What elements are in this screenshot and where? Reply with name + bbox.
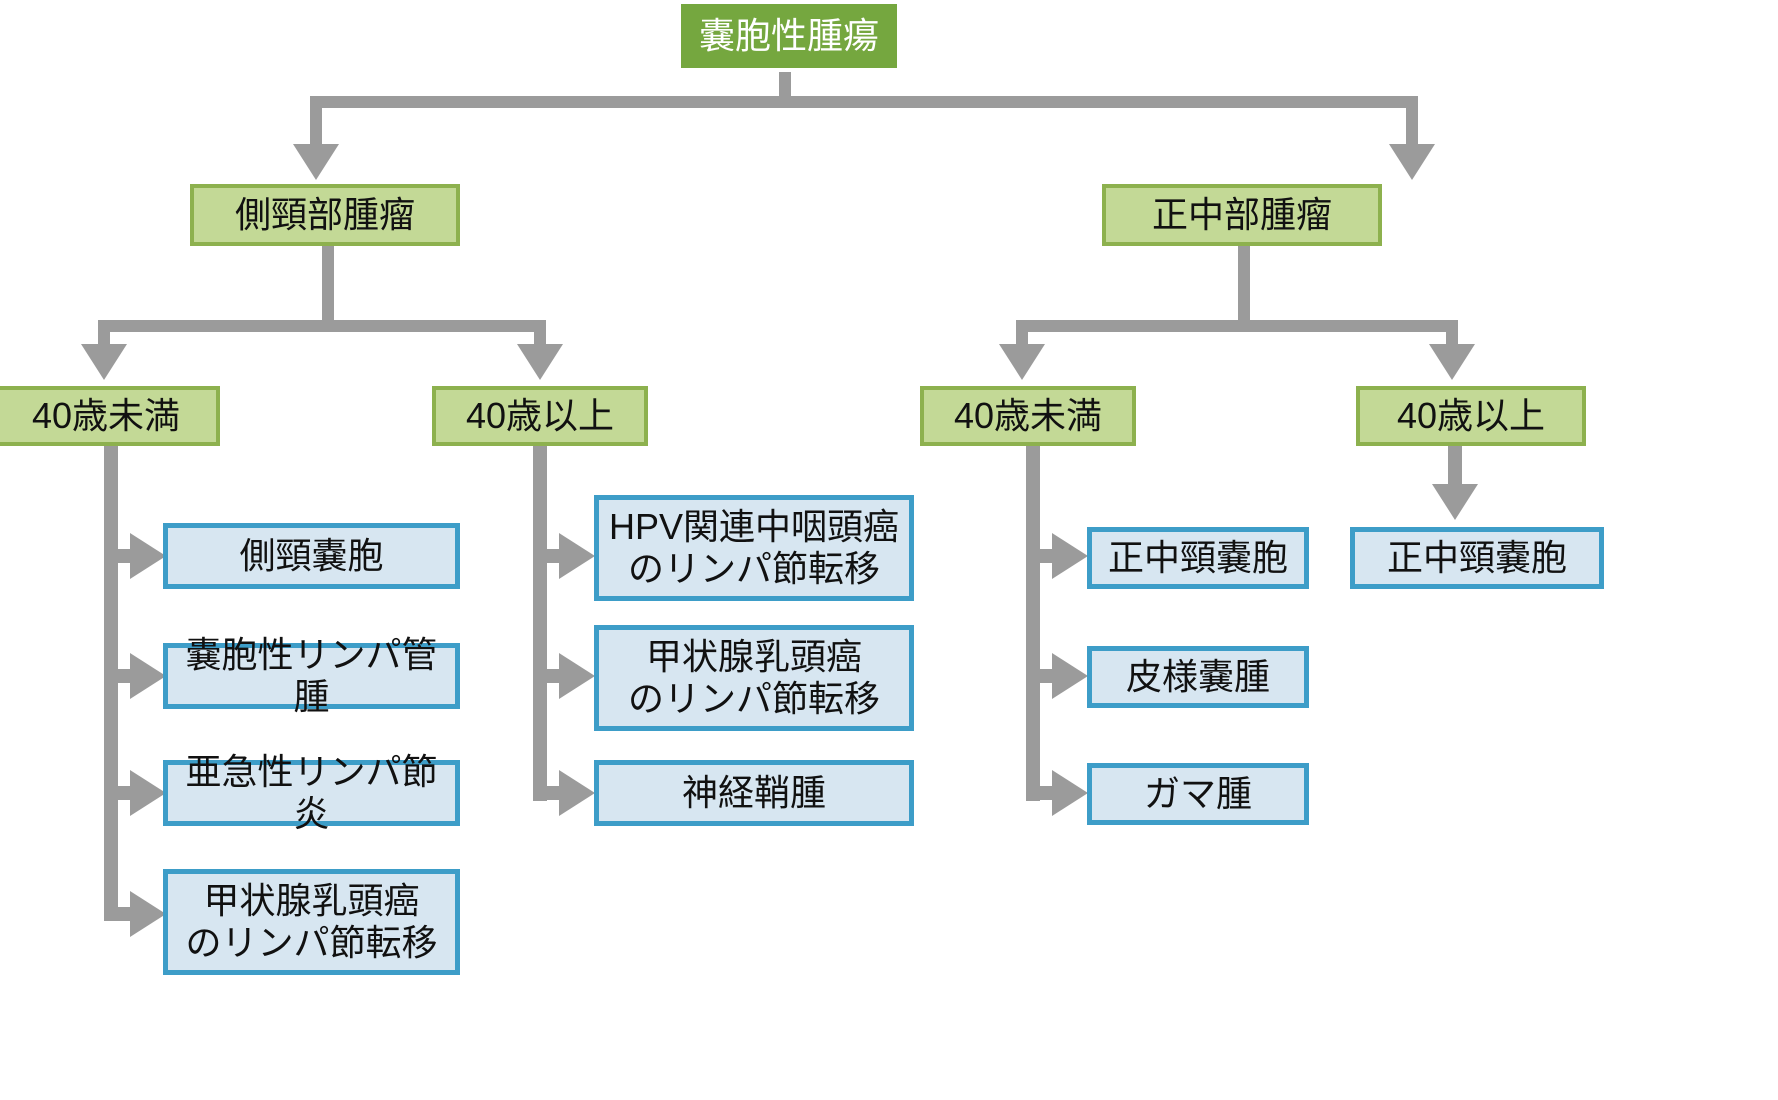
- connector-median-over40-stem: [1448, 446, 1462, 488]
- node-leaf-subacute-lymphadenitis[interactable]: 亜急性リンパ節炎: [163, 751, 460, 834]
- node-leaf-thyroglossal-cyst-over40[interactable]: 正中頸嚢胞: [1350, 527, 1604, 589]
- arrow-lateral-over40-leaf-2: [559, 653, 595, 699]
- connector-root-to-left-stem: [310, 96, 322, 148]
- connector-lateral-horizontal: [98, 320, 546, 332]
- arrow-lateral-under40-leaf-4: [130, 891, 166, 937]
- arrow-lateral-under40-leaf-3: [130, 770, 166, 816]
- connector-lateral-over40-branch-3: [533, 786, 565, 800]
- node-age-lateral-under40[interactable]: 40歳未満: [0, 386, 220, 446]
- arrow-median-over40-leaf-1: [1432, 484, 1478, 520]
- connector-median-left-stem: [1016, 320, 1028, 348]
- arrow-median-to-under40: [999, 344, 1045, 380]
- connector-median-under40-branch-2: [1026, 669, 1058, 683]
- connector-root-horizontal: [310, 96, 1418, 108]
- connector-lateral-under40-branch-4: [104, 907, 136, 921]
- connector-lateral-under40-branch-2: [104, 669, 136, 683]
- node-age-median-under40[interactable]: 40歳未満: [920, 386, 1136, 446]
- connector-lateral-stem: [322, 246, 334, 326]
- connector-lateral-over40-spine: [533, 446, 547, 801]
- connector-median-under40-branch-3: [1026, 786, 1058, 800]
- arrow-median-under40-leaf-3: [1052, 770, 1088, 816]
- node-leaf-cystic-lymphangioma[interactable]: 嚢胞性リンパ管腫: [163, 634, 460, 717]
- node-leaf-schwannoma[interactable]: 神経鞘腫: [594, 760, 914, 826]
- connector-median-horizontal: [1016, 320, 1458, 332]
- connector-lateral-left-stem: [98, 320, 110, 348]
- connector-lateral-under40-branch-3: [104, 786, 136, 800]
- connector-lateral-under40-branch-1: [104, 549, 136, 563]
- connector-median-right-stem: [1446, 320, 1458, 348]
- connector-lateral-over40-branch-1: [533, 549, 565, 563]
- node-branch-lateral-neck[interactable]: 側頸部腫瘤: [190, 184, 460, 246]
- connector-lateral-right-stem: [534, 320, 546, 348]
- node-branch-median-neck[interactable]: 正中部腫瘤: [1102, 184, 1382, 246]
- arrow-lateral-over40-leaf-1: [559, 533, 595, 579]
- connector-median-stem: [1238, 246, 1250, 326]
- connector-root-stem: [779, 72, 791, 102]
- arrow-lateral-under40-leaf-2: [130, 653, 166, 699]
- connector-lateral-over40-branch-2: [533, 669, 565, 683]
- arrow-root-to-median: [1389, 144, 1435, 180]
- connector-median-under40-branch-1: [1026, 549, 1058, 563]
- arrow-lateral-to-under40: [81, 344, 127, 380]
- arrow-lateral-under40-leaf-1: [130, 533, 166, 579]
- arrow-lateral-to-over40: [517, 344, 563, 380]
- node-leaf-thyroglossal-cyst-under40[interactable]: 正中頸嚢胞: [1087, 527, 1309, 589]
- node-leaf-hpv-oropharyngeal-ca-mets[interactable]: HPV関連中咽頭癌 のリンパ節転移: [594, 495, 914, 601]
- node-leaf-papillary-thyroid-ca-mets-mid[interactable]: 甲状腺乳頭癌 のリンパ節転移: [594, 625, 914, 731]
- connector-median-under40-spine: [1026, 446, 1040, 801]
- connector-root-to-right-stem: [1406, 96, 1418, 148]
- node-leaf-ranula[interactable]: ガマ腫: [1087, 763, 1309, 825]
- arrow-median-under40-leaf-1: [1052, 533, 1088, 579]
- node-leaf-lateral-cyst[interactable]: 側頸嚢胞: [163, 523, 460, 589]
- node-age-lateral-over40[interactable]: 40歳以上: [432, 386, 648, 446]
- node-leaf-papillary-thyroid-ca-mets-left[interactable]: 甲状腺乳頭癌 のリンパ節転移: [163, 869, 460, 975]
- connector-lateral-under40-spine: [104, 446, 118, 921]
- node-age-median-over40[interactable]: 40歳以上: [1356, 386, 1586, 446]
- arrow-lateral-over40-leaf-3: [559, 770, 595, 816]
- node-leaf-dermoid-cyst[interactable]: 皮様嚢腫: [1087, 646, 1309, 708]
- arrow-median-to-over40: [1429, 344, 1475, 380]
- node-root-cystic-tumor[interactable]: 嚢胞性腫瘍: [681, 4, 897, 68]
- arrow-median-under40-leaf-2: [1052, 653, 1088, 699]
- arrow-root-to-lateral: [293, 144, 339, 180]
